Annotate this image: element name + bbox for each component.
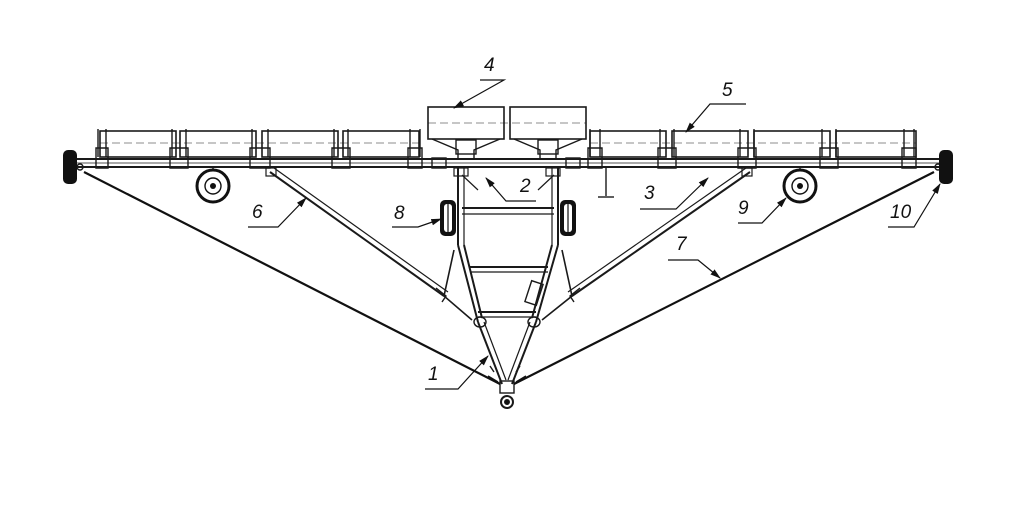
bracing-cables: [83, 171, 935, 385]
central-transport-frame: [443, 167, 573, 328]
callout-1: 1: [428, 364, 439, 385]
left-roller-sections: [95, 129, 423, 169]
leader-lines: [248, 79, 941, 390]
end-wheels: [63, 150, 953, 184]
main-frame-beam: [70, 158, 948, 168]
callout-3: 3: [644, 183, 655, 204]
callout-6: 6: [252, 202, 263, 223]
callout-10: 10: [890, 202, 912, 223]
drawbar: [477, 321, 537, 409]
callout-9: 9: [738, 198, 749, 219]
callout-4: 4: [484, 55, 495, 76]
callout-5: 5: [722, 80, 733, 101]
callout-8: 8: [394, 203, 405, 224]
beam-fittings: [76, 157, 942, 198]
callout-7: 7: [676, 234, 688, 255]
wing-struts: [265, 167, 753, 303]
right-roller-sections: [587, 129, 917, 169]
transport-wheels: [440, 200, 576, 236]
wing-support-wheels: [195, 168, 818, 204]
callout-2: 2: [519, 176, 531, 197]
central-roller-sections: [427, 106, 587, 160]
